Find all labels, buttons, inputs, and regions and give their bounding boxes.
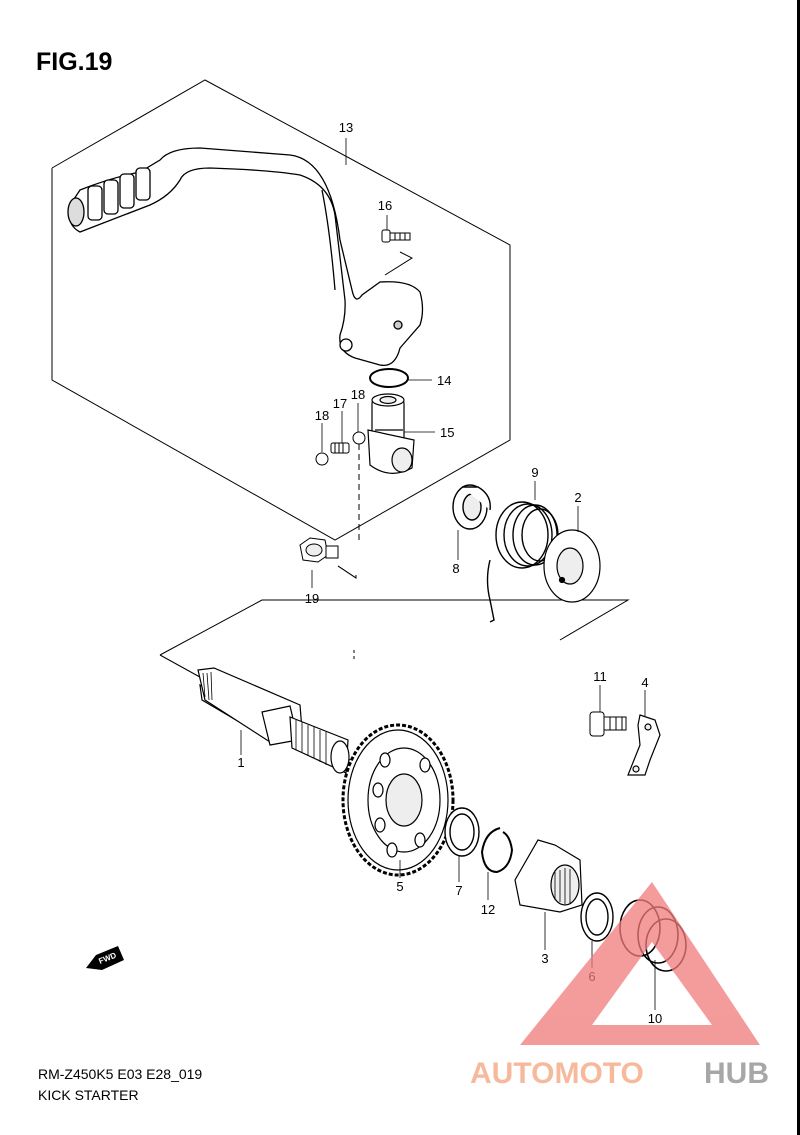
watermark-text-secondary: HUB [704,1057,769,1090]
callout-labels: 13 16 14 15 18 17 18 19 8 9 2 1 11 4 5 7… [237,120,662,1026]
shim-washer-part [580,892,614,942]
callout-19: 19 [305,591,319,606]
callout-4: 4 [641,675,648,690]
callout-18-left: 18 [315,408,329,423]
automotohub-watermark: AUTOMOTO HUB [470,882,769,1090]
right-border [797,0,800,1135]
watermark-text-primary: AUTOMOTO [470,1057,644,1090]
callout-15: 15 [440,425,454,440]
lever-boss-part [367,393,415,474]
callout-8: 8 [452,561,459,576]
figure-title: FIG.19 [36,48,113,76]
kick-shaft-part [197,667,350,774]
callout-12: 12 [481,902,495,917]
kick-lever-part [67,147,424,367]
callout-2: 2 [574,490,581,505]
spring-guide-plate-part [543,529,601,603]
callout-14: 14 [437,373,451,388]
leader-lines [240,138,656,1010]
o-ring-part [369,368,409,388]
lower-group-outline [159,599,630,656]
callout-16: 16 [378,198,392,213]
ratchet-guide-plate-part [627,714,661,776]
callout-7: 7 [455,883,462,898]
section-name: KICK STARTER [38,1087,139,1103]
upper-group-outline [51,79,511,541]
circlip-part [480,827,514,874]
thrust-washer-part [444,807,480,857]
callout-18-right: 18 [351,387,365,402]
lever-bolt-part [381,229,411,243]
callout-10: 10 [648,1011,662,1026]
flange-bolt-part [299,537,339,563]
kick-gear-part [341,723,455,877]
callout-13: 13 [339,120,353,135]
guide-bolt-part [589,711,627,737]
ratchet-part [514,839,583,913]
callout-5: 5 [396,879,403,894]
detent-spring-part [330,442,350,454]
detent-ball-part-a [315,452,329,466]
oil-seal-part [452,484,491,530]
callout-9: 9 [531,465,538,480]
forward-direction-arrow: FWD [86,946,124,970]
callout-1: 1 [237,755,244,770]
model-code: RM-Z450K5 E03 E28_019 [38,1066,203,1082]
callout-17: 17 [333,396,347,411]
detent-ball-part-b [352,431,366,445]
callout-11: 11 [593,669,607,684]
callout-3: 3 [541,951,548,966]
